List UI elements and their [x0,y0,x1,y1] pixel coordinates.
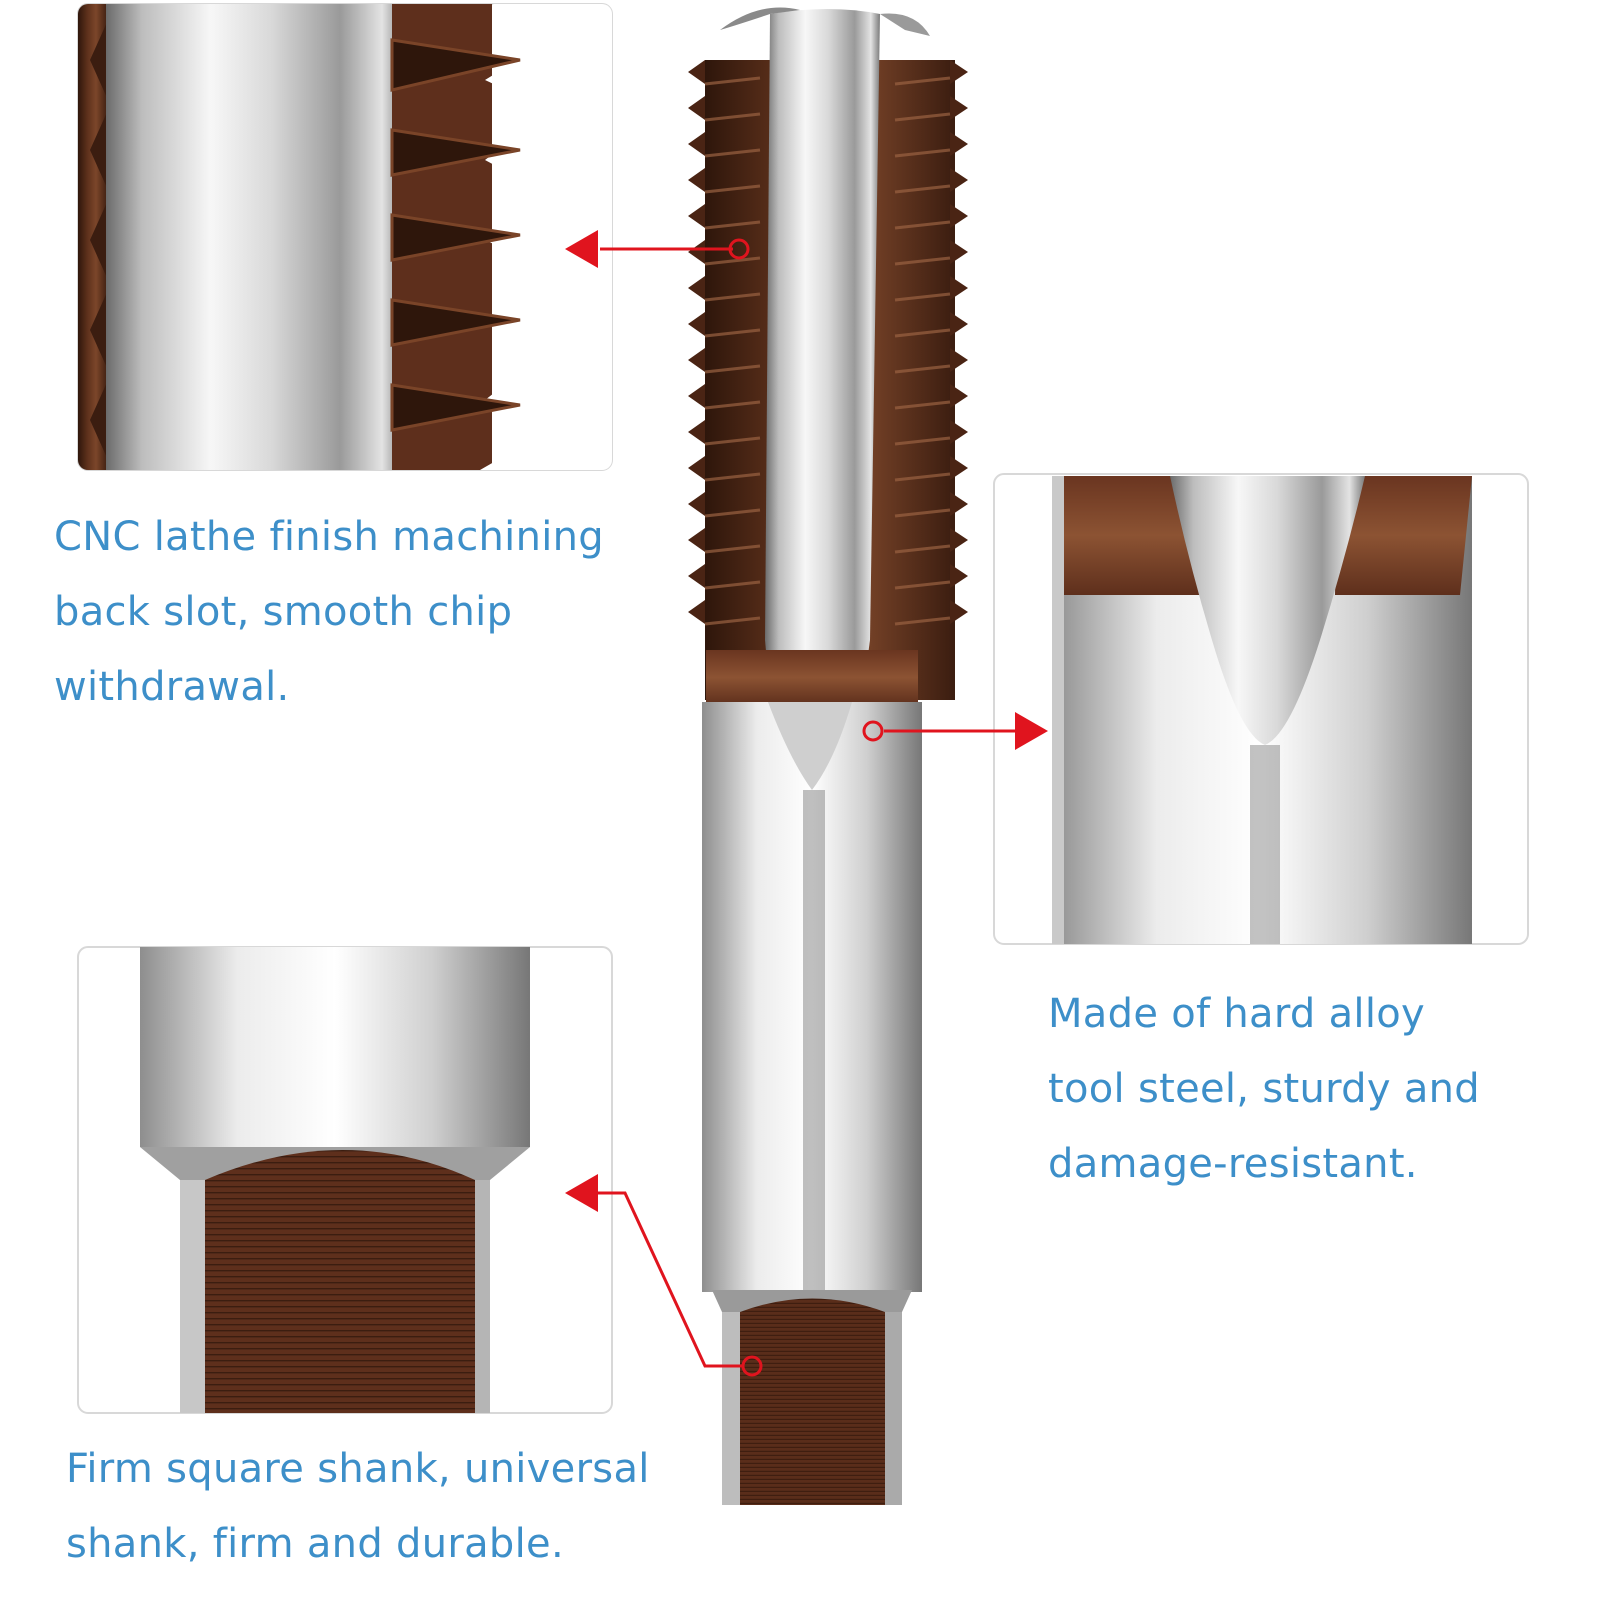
tap-neck-band [706,650,918,705]
tap-tool [688,7,968,1505]
caption-line: tool steel, sturdy and [1048,1066,1480,1112]
caption-line: Made of hard alloy [1048,991,1426,1037]
material-detail-panel [993,473,1529,945]
caption-line: damage-resistant. [1048,1141,1418,1187]
red-arrow-right-icon [862,712,1048,750]
shank-feature-caption: Firm square shank, universal shank, firm… [66,1432,650,1582]
caption-line: CNC lathe finish machining [54,514,604,560]
red-arrow-left-icon [565,230,750,268]
thread-feature-caption: CNC lathe finish machining back slot, sm… [54,500,604,725]
caption-line: Firm square shank, universal [66,1446,650,1492]
material-feature-caption: Made of hard alloy tool steel, sturdy an… [1048,977,1480,1202]
tap-threaded-section [688,7,968,790]
thread-detail-panel [77,3,613,471]
caption-line: back slot, smooth chip [54,589,513,635]
shank-detail-panel [77,946,613,1414]
red-arrow-left-icon [565,1174,763,1377]
tap-square-drive [712,1290,912,1505]
caption-line: shank, firm and durable. [66,1521,564,1567]
caption-line: withdrawal. [54,664,290,710]
